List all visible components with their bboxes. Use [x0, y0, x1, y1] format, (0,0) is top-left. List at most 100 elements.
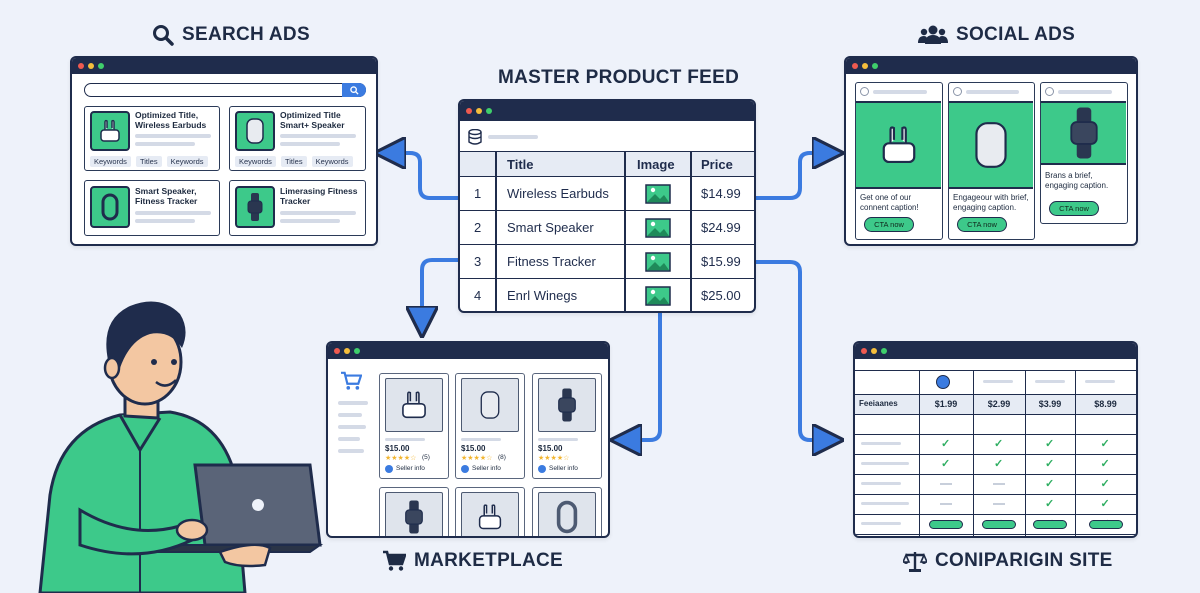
avatar: [1045, 87, 1054, 96]
cta-button[interactable]: CTA now: [1049, 201, 1099, 216]
product-title: Smart Speaker: [507, 220, 594, 235]
seller-info: Seller info: [549, 465, 578, 472]
check-icon: ✓: [1045, 498, 1055, 510]
grid-row: [855, 414, 1136, 416]
cart-icon: [341, 371, 362, 390]
cart-icon: [383, 550, 406, 571]
product-card[interactable]: [532, 487, 602, 536]
ad-title: Optimized Title Smart+ Speaker: [280, 110, 345, 130]
comparison-site-window: Feeiaanes$1.99$2.99$3.99$8.99✓✓✓✓✓✓✓✓✓✓✓…: [853, 341, 1138, 538]
social-ad-card[interactable]: Get one of our connent caption! CTA now: [855, 82, 943, 240]
select-plan-button[interactable]: [929, 520, 963, 529]
smartwatch-icon: [1069, 107, 1098, 159]
product-image: [538, 492, 596, 536]
product-price: $15.99: [701, 254, 741, 269]
fitness-band-icon: [101, 193, 119, 221]
product-card[interactable]: [455, 487, 525, 536]
product-image: [461, 378, 519, 432]
product-image: [645, 218, 671, 243]
title-line: [385, 438, 425, 441]
check-icon: ✓: [1100, 478, 1110, 490]
product-card[interactable]: $15.00★★★★☆(5)Seller info: [379, 373, 449, 479]
cta-button[interactable]: CTA now: [864, 217, 914, 232]
select-plan-button[interactable]: [1033, 520, 1067, 529]
grid-row: [855, 494, 1136, 496]
grid-row: [855, 534, 1136, 536]
header-line: [1058, 90, 1112, 94]
fitness-band-icon: [556, 500, 578, 534]
search-ad-card[interactable]: Optimized Title Smart+ Speaker Keywords …: [229, 106, 366, 171]
product-card[interactable]: [379, 487, 449, 536]
person-with-laptop-illustration: [38, 301, 324, 593]
feed-header-row: [460, 151, 754, 177]
select-plan-button[interactable]: [1088, 520, 1123, 529]
seller-avatar-icon: [538, 465, 546, 473]
people-icon: [918, 25, 948, 44]
product-title: Enrl Winegs: [507, 288, 578, 303]
feature-line: [861, 502, 909, 505]
product-price: $24.99: [701, 220, 741, 235]
product-image: [645, 184, 671, 209]
product-image: [461, 492, 519, 536]
search-ad-card[interactable]: Optimized Title, Wireless Earbuds Keywor…: [84, 106, 220, 171]
feature-line: [861, 442, 901, 445]
grid-row: [855, 514, 1136, 516]
rating-stars: ★★★★☆: [538, 455, 570, 462]
tracker-thumbnail: [235, 186, 275, 228]
social-ad-card[interactable]: Brans a brief, engaging caption.CTA now: [1040, 82, 1128, 224]
speaker-icon: [975, 122, 1007, 168]
review-count: (5): [422, 454, 430, 461]
product-card[interactable]: $15.00★★★★☆(8)Seller info: [455, 373, 525, 479]
window-titlebar: [328, 343, 608, 359]
product-title: Wireless Earbuds: [507, 186, 609, 201]
search-icon: [349, 85, 359, 95]
search-bar[interactable]: [84, 83, 366, 97]
header-line: [873, 90, 927, 94]
search-button[interactable]: [342, 83, 366, 97]
arrow-to-social-ads: [756, 153, 836, 200]
check-icon: ✓: [1045, 438, 1055, 450]
window-titlebar: [72, 58, 376, 74]
search-ads-window: Optimized Title, Wireless Earbuds Keywor…: [70, 56, 378, 246]
product-card[interactable]: $15.00 ★★★★☆ Seller info: [532, 373, 602, 479]
earbuds-icon: [478, 504, 502, 530]
header-line: [1035, 380, 1065, 383]
select-plan-button[interactable]: [982, 520, 1016, 529]
product-price: $15.00: [461, 444, 486, 453]
smartwatch-icon: [247, 193, 263, 221]
ad-caption: Get one of our connent caption!: [860, 193, 919, 212]
window-titlebar: [846, 58, 1136, 74]
marketplace-window: $15.00 ★★★★☆ (5) Seller info $15.00★★★★☆(8)S…: [326, 341, 610, 538]
grid-col: [1136, 370, 1137, 536]
title-line: [461, 438, 501, 441]
header-bg: [855, 394, 1136, 414]
search-ad-card[interactable]: Limerasing Fitness Tracker: [229, 180, 366, 236]
product-image: [645, 252, 671, 277]
dash-icon: [993, 483, 1005, 485]
dash-icon: [993, 503, 1005, 505]
social-ad-card[interactable]: Engageour with brief, engaging caption.C…: [948, 82, 1035, 240]
search-ad-card[interactable]: Smart Speaker, Fitness Tracker: [84, 180, 220, 236]
cta-button[interactable]: CTA now: [957, 217, 1007, 232]
product-price: $15.00: [538, 444, 563, 453]
row-number: 3: [474, 254, 482, 269]
tracker-thumbnail: [90, 186, 130, 228]
master-feed-title: MASTER PRODUCT FEED: [498, 67, 740, 88]
product-visual: [1041, 101, 1126, 165]
rating-stars: ★★★★☆: [385, 455, 417, 462]
window-titlebar: [855, 343, 1136, 359]
row-number: 1: [474, 186, 482, 201]
product-image: [538, 378, 596, 432]
arrow-to-search-ads: [382, 153, 459, 200]
avatar: [953, 87, 962, 96]
check-icon: ✓: [1100, 498, 1110, 510]
column-header-title: Title: [507, 157, 534, 172]
dash-icon: [940, 503, 952, 505]
search-icon: [153, 25, 174, 46]
